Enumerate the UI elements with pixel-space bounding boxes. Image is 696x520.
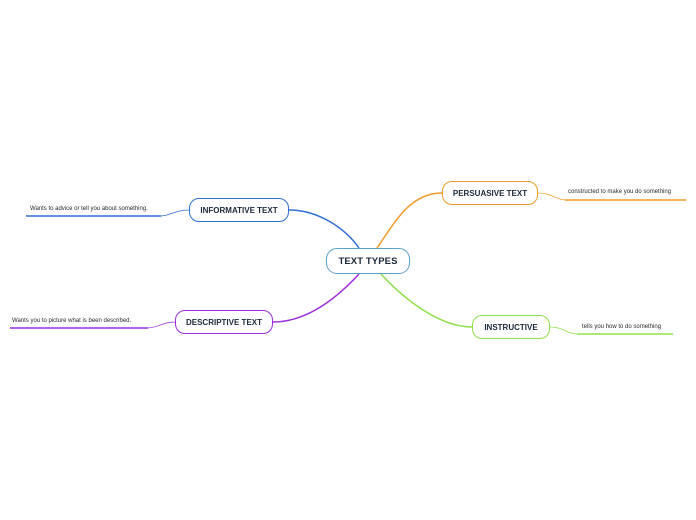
detail-text-instructive[interactable]: tells you how to do something: [582, 324, 662, 330]
central-topic-label: TEXT TYPES: [338, 255, 398, 267]
topic-node-instructive[interactable]: INSTRUCTIVE: [472, 315, 550, 339]
detail-text-descriptive[interactable]: Wants you to picture what is been descri…: [12, 318, 132, 324]
connector-instructive-detail: [549, 326, 579, 335]
topic-node-persuasive[interactable]: PERSUASIVE TEXT: [442, 181, 538, 205]
central-topic-node[interactable]: TEXT TYPES: [326, 248, 410, 274]
topic-label-persuasive: PERSUASIVE TEXT: [452, 188, 528, 198]
connector-instructive: [380, 273, 473, 328]
connector-persuasive-detail: [537, 192, 567, 201]
connector-descriptive-detail: [146, 321, 176, 329]
connector-informative: [288, 209, 360, 249]
topic-label-instructive: INSTRUCTIVE: [484, 322, 538, 332]
detail-text-persuasive[interactable]: constructed to make you do something: [568, 189, 672, 195]
topic-node-descriptive[interactable]: DESCRIPTIVE TEXT: [175, 310, 273, 334]
topic-label-informative: INFORMATIVE TEXT: [200, 205, 278, 215]
connector-persuasive: [376, 192, 443, 249]
topic-node-informative[interactable]: INFORMATIVE TEXT: [189, 198, 289, 222]
connector-descriptive: [272, 273, 360, 323]
detail-text-informative[interactable]: Wants to advice or tell you about someth…: [30, 206, 148, 212]
connector-informative-detail: [159, 209, 190, 217]
topic-label-descriptive: DESCRIPTIVE TEXT: [185, 317, 262, 327]
